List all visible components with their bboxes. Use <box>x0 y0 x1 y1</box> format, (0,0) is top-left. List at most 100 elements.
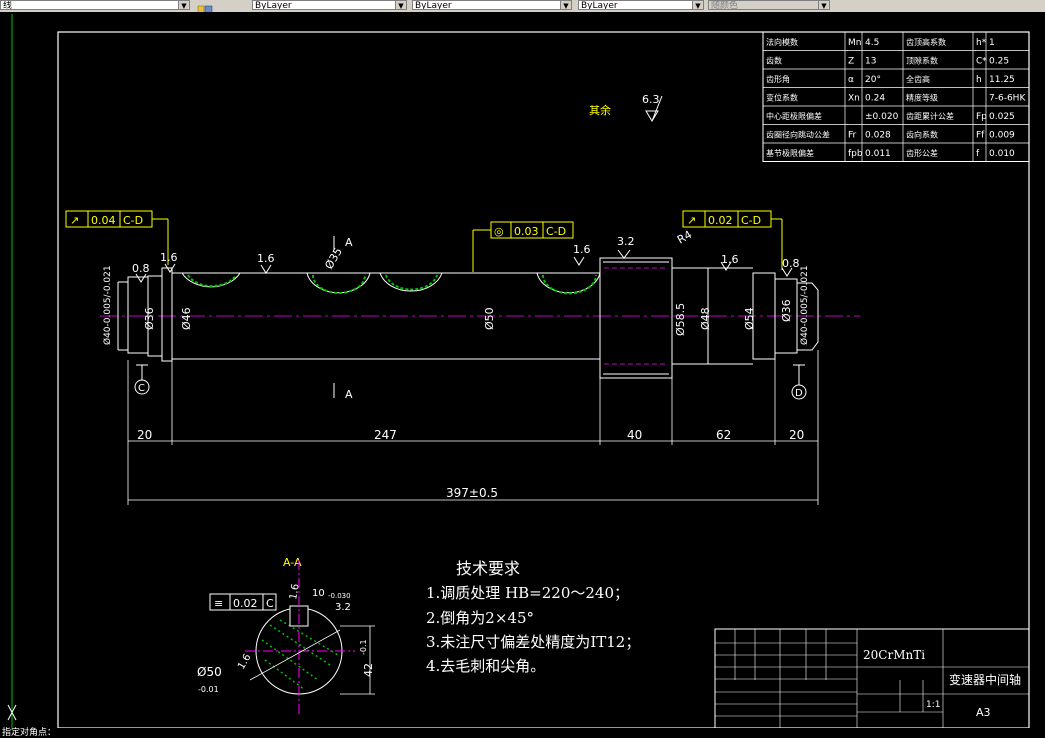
param-cell: 4.5 <box>865 38 879 48</box>
svg-text:A: A <box>345 388 353 401</box>
svg-text:C: C <box>138 383 145 394</box>
param-cell: 齿距累计公差 <box>906 111 954 121</box>
param-cell: ±0.020 <box>865 112 899 122</box>
section-view: A-A ≡ 0.02 C 10 -0.030 1.6 3.2 1.6 Ø50 -… <box>197 556 375 715</box>
svg-text:1.6: 1.6 <box>160 251 178 264</box>
svg-text:397±0.5: 397±0.5 <box>446 486 498 500</box>
param-cell: f <box>976 149 980 159</box>
svg-text:-0.030: -0.030 <box>328 592 351 600</box>
svg-text:10: 10 <box>312 588 325 599</box>
svg-text:20: 20 <box>137 428 152 442</box>
param-cell: Mn <box>848 38 861 48</box>
param-cell: 顶隙系数 <box>906 56 938 66</box>
svg-text:C-D: C-D <box>741 214 761 227</box>
sheet-size: A3 <box>976 706 991 719</box>
param-cell: 基节极限偏差 <box>766 148 814 158</box>
svg-text:↗: ↗ <box>70 214 79 227</box>
param-cell: 齿数 <box>766 56 782 66</box>
layer-icon[interactable] <box>196 0 214 14</box>
tolerance-frames: ↗ 0.04 C-D ◎ 0.03 C-D ↗ 0.02 C-D <box>65 210 783 272</box>
svg-text:1.6: 1.6 <box>257 252 275 265</box>
param-cell: 法向模数 <box>766 37 798 47</box>
command-line[interactable]: 指定对角点： <box>0 728 1045 738</box>
svg-text:Ø54: Ø54 <box>743 307 756 330</box>
svg-text:1.6: 1.6 <box>236 652 253 671</box>
param-cell: Xn <box>848 94 860 104</box>
svg-text:C-D: C-D <box>546 225 566 238</box>
shaft-outline <box>117 257 819 379</box>
linetype-layer-dropdown[interactable]: ByLayer▼ <box>412 0 572 10</box>
diameter-labels: Ø40-0.005/-0.021 Ø36 Ø46 Ø35 Ø50 Ø58.5 Ø… <box>102 245 810 345</box>
svg-text:Ø36: Ø36 <box>143 307 156 330</box>
param-cell: h <box>976 75 982 85</box>
tech-item: 2.倒角为2×45° <box>426 609 534 627</box>
param-cell: h* <box>976 38 987 48</box>
param-cell: Z <box>848 57 854 67</box>
param-cell: Ff <box>976 131 985 141</box>
param-cell: 全齿高 <box>906 74 930 84</box>
param-cell: C* <box>976 57 987 67</box>
param-cell: 中心距极限偏差 <box>766 111 822 121</box>
roughness-labels: 0.8 1.6 1.6 1.6 3.2 1.6 0.8 <box>132 235 800 275</box>
roughness-rest-value: 6.3 <box>642 93 660 106</box>
svg-text:-0.1: -0.1 <box>359 639 368 655</box>
param-cell: α <box>848 75 854 85</box>
svg-text:Ø36: Ø36 <box>780 299 793 322</box>
param-cell: 0.025 <box>989 112 1015 122</box>
svg-text:A-A: A-A <box>283 556 302 569</box>
color-dropdown[interactable]: ByLayer▼ <box>252 0 407 10</box>
svg-text:D: D <box>795 388 803 399</box>
svg-text:247: 247 <box>374 428 397 442</box>
svg-text:0.8: 0.8 <box>132 262 150 275</box>
svg-text:3.2: 3.2 <box>617 235 635 248</box>
plotstyle-dropdown[interactable]: 随颜色▼ <box>708 0 830 10</box>
svg-text:0.03: 0.03 <box>514 225 539 238</box>
tech-item: 4.去毛刺和尖角。 <box>426 657 545 675</box>
param-cell: 0.25 <box>989 57 1009 67</box>
roughness-rest: 其余 6.3 <box>589 93 663 122</box>
datum-labels: C D <box>138 383 803 399</box>
dimension-labels: 20 247 40 62 20 397±0.5 <box>137 428 804 500</box>
datum-markers <box>134 364 807 400</box>
param-cell: 齿向系数 <box>906 130 938 140</box>
param-cell: 0.009 <box>989 131 1015 141</box>
param-cell: 变位系数 <box>766 93 798 103</box>
lineweight-dropdown[interactable]: ByLayer▼ <box>578 0 704 10</box>
svg-text:1.6: 1.6 <box>721 253 739 266</box>
tooth-hatch <box>181 272 601 295</box>
svg-text:3.2: 3.2 <box>335 602 351 613</box>
svg-text:0.8: 0.8 <box>782 257 800 270</box>
svg-text:1.6: 1.6 <box>288 583 302 601</box>
param-cell: Fp <box>976 112 987 122</box>
tech-item: 1.调质处理 HB=220～240； <box>426 584 629 602</box>
tol-frame-right: ↗ 0.02 C-D <box>682 210 783 270</box>
hidden-lines <box>604 267 668 365</box>
param-cell: 0.028 <box>865 131 891 141</box>
svg-text:C: C <box>266 597 274 610</box>
toolbar: 线▼ ByLayer▼ ByLayer▼ ByLayer▼ 随颜色▼ <box>0 0 1045 14</box>
linetype-dropdown[interactable]: 线▼ <box>0 0 190 10</box>
svg-text:◎: ◎ <box>494 225 504 238</box>
svg-text:Ø50: Ø50 <box>483 307 496 330</box>
ucs-icon <box>7 704 17 721</box>
svg-text:Ø40-0.005/-0.021: Ø40-0.005/-0.021 <box>102 265 113 345</box>
title-block: 20CrMnTi 变速器中间轴 A3 1:1 <box>714 628 1030 729</box>
svg-text:20: 20 <box>789 428 804 442</box>
roughness-rest-label: 其余 <box>589 103 611 117</box>
material-label: 20CrMnTi <box>863 648 925 662</box>
param-cell: 11.25 <box>989 75 1015 85</box>
svg-text:1.6: 1.6 <box>573 243 591 256</box>
svg-text:A: A <box>345 236 353 249</box>
param-cell: 20° <box>865 75 881 85</box>
param-cell: 0.24 <box>865 94 885 104</box>
svg-text:-0.01: -0.01 <box>198 685 219 694</box>
param-cell: 1 <box>989 38 995 48</box>
tol-frame-middle: ◎ 0.03 C-D <box>472 221 574 272</box>
svg-text:0.02: 0.02 <box>708 214 733 227</box>
roughness-marks <box>135 249 793 283</box>
svg-text:↗: ↗ <box>687 214 696 227</box>
param-cell: fpb <box>848 149 863 159</box>
